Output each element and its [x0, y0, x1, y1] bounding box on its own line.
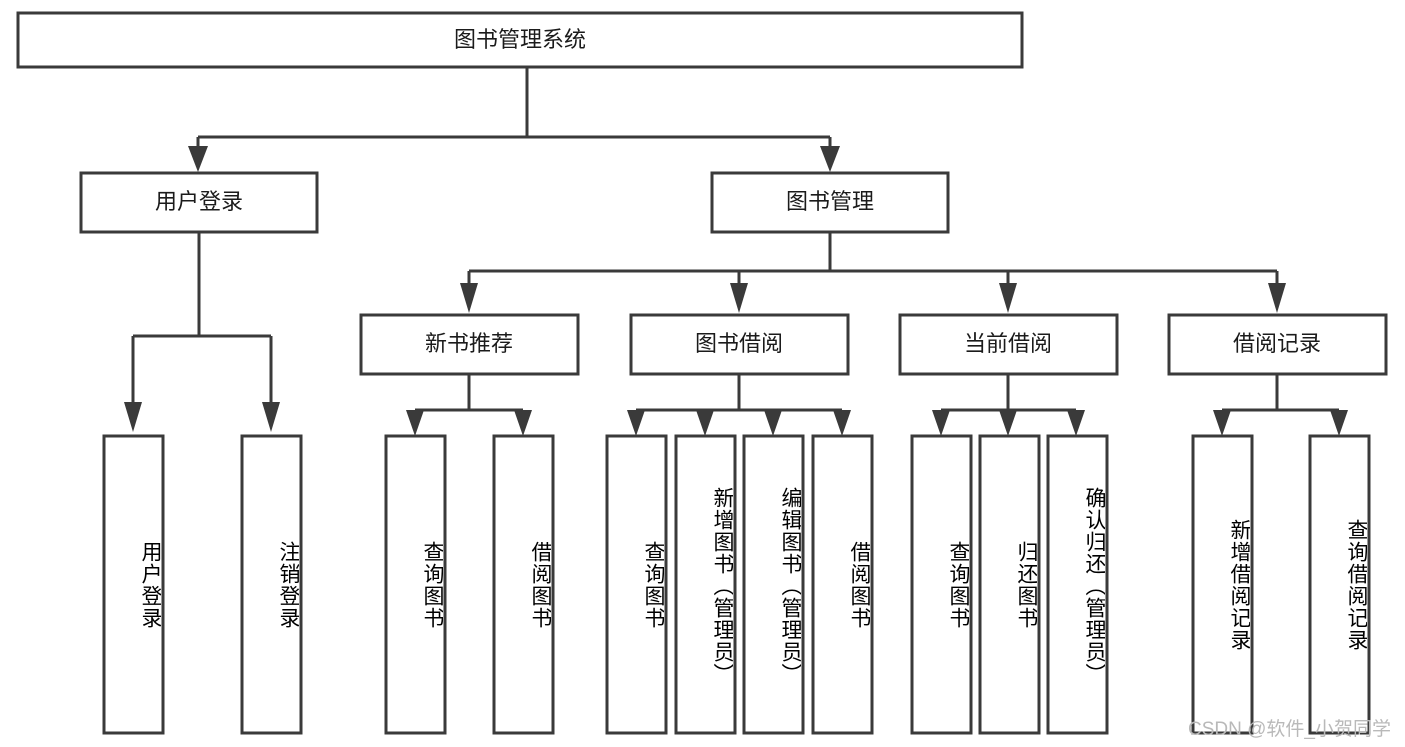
arrowhead-leaf-query-book-2	[627, 410, 645, 436]
node-book-manage[interactable]: 图书管理	[710, 171, 950, 234]
leaf-user-logout[interactable]: 注销登录	[240, 434, 303, 735]
leaf-user-login[interactable]: 用户登录	[102, 434, 165, 735]
leaf-add-book-label: 新增图书（管理员）	[711, 486, 733, 685]
leaf-edit-book[interactable]: 编辑图书（管理员）	[742, 434, 805, 735]
arrowhead-borrow-record	[1268, 283, 1286, 313]
node-current-borrow[interactable]: 当前借阅	[898, 313, 1119, 376]
arrowhead-user-login	[188, 146, 208, 172]
leaf-query-record-label: 查询借阅记录	[1345, 518, 1367, 651]
node-borrow-record[interactable]: 借阅记录	[1167, 313, 1388, 376]
arrowhead-leaf-borrow-book-1	[514, 410, 532, 436]
leaf-add-book[interactable]: 新增图书（管理员）	[674, 434, 737, 735]
leaf-add-record[interactable]: 新增借阅记录	[1191, 434, 1254, 735]
leaf-borrow-book-1-label: 借阅图书	[529, 540, 551, 629]
leaf-query-book-2[interactable]: 查询图书	[605, 434, 668, 735]
leaf-query-book-1-label: 查询图书	[421, 540, 443, 629]
arrowhead-leaf-add-record	[1213, 410, 1231, 436]
arrowhead-leaf-query-book-3	[932, 410, 950, 436]
leaf-return-book-label: 归还图书	[1015, 540, 1037, 629]
node-root[interactable]: 图书管理系统	[16, 11, 1024, 69]
arrowhead-current-borrow	[999, 283, 1017, 313]
leaf-user-login-label: 用户登录	[139, 540, 161, 629]
node-book-manage-label: 图书管理	[786, 189, 874, 214]
node-user-login[interactable]: 用户登录	[79, 171, 319, 234]
leaf-return-book[interactable]: 归还图书	[978, 434, 1041, 735]
leaf-query-book-1[interactable]: 查询图书	[384, 434, 447, 735]
arrowhead-book-borrow	[730, 283, 748, 313]
node-new-book-recommend[interactable]: 新书推荐	[359, 313, 580, 376]
arrowhead-leaf-borrow-book-2	[833, 410, 851, 436]
leaf-query-record[interactable]: 查询借阅记录	[1308, 434, 1371, 735]
leaf-borrow-book-2-label: 借阅图书	[848, 540, 870, 629]
arrowhead-leaf-return-book	[999, 410, 1017, 436]
leaf-add-record-label: 新增借阅记录	[1228, 518, 1250, 651]
arrowhead-leaf-edit-book	[764, 410, 782, 436]
leaf-query-book-3[interactable]: 查询图书	[910, 434, 973, 735]
leaf-confirm-return[interactable]: 确认归还（管理员）	[1046, 434, 1109, 735]
arrowhead-leaf-confirm-return	[1067, 410, 1085, 436]
arrowhead-leaf-add-book	[696, 410, 714, 436]
node-borrow-record-label: 借阅记录	[1233, 331, 1321, 356]
arrowhead-leaf-user-login	[124, 402, 142, 432]
leaf-edit-book-label: 编辑图书（管理员）	[779, 486, 801, 685]
arrowhead-new-book-recommend	[460, 283, 478, 313]
leaf-query-book-3-label: 查询图书	[947, 540, 969, 629]
leaf-borrow-book-1[interactable]: 借阅图书	[492, 434, 555, 735]
node-root-label: 图书管理系统	[454, 27, 586, 52]
leaf-query-book-2-label: 查询图书	[642, 540, 664, 629]
leaf-confirm-return-label: 确认归还（管理员）	[1083, 486, 1105, 685]
arrowhead-leaf-user-logout	[262, 402, 280, 432]
node-book-borrow[interactable]: 图书借阅	[629, 313, 850, 376]
arrowhead-book-manage	[820, 146, 840, 172]
node-current-borrow-label: 当前借阅	[964, 331, 1052, 356]
arrowhead-leaf-query-book-1	[406, 410, 424, 436]
node-book-borrow-label: 图书借阅	[695, 331, 783, 356]
node-new-book-recommend-label: 新书推荐	[425, 331, 513, 356]
arrowhead-leaf-query-record	[1330, 410, 1348, 436]
node-user-login-label: 用户登录	[155, 189, 243, 214]
leaf-borrow-book-2[interactable]: 借阅图书	[811, 434, 874, 735]
leaf-user-logout-label: 注销登录	[277, 540, 299, 629]
